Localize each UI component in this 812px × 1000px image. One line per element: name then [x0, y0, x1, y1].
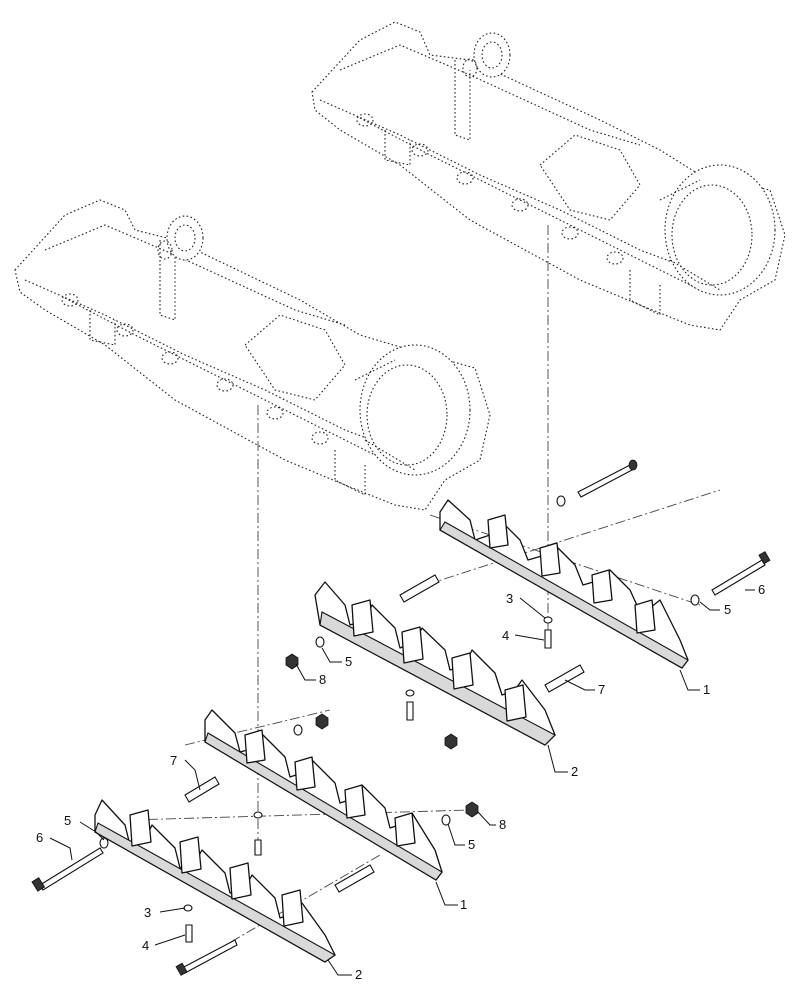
callout-1-lower: 1 [460, 897, 467, 912]
washer-5-right [690, 594, 700, 606]
callout-2-middle: 2 [571, 764, 578, 779]
callout-5-right: 5 [724, 602, 731, 617]
callout-8-middle: 8 [319, 672, 326, 687]
nut-middle-bottom [444, 733, 458, 750]
upper-track-frame [311, 21, 786, 331]
callout-5-lower-right: 5 [468, 837, 475, 852]
middle-guard-rail-part-2 [314, 581, 556, 746]
callout-7-middle: 7 [598, 682, 605, 697]
callout-2-lower: 2 [355, 967, 362, 982]
washer-bolt-lower-mid [253, 811, 263, 856]
upper-washer [556, 495, 566, 507]
spacer-lower-right [334, 864, 375, 893]
callout-1-upper: 1 [703, 682, 710, 697]
washer-5-left [99, 837, 109, 849]
callout-5-middle: 5 [345, 654, 352, 669]
spacer-7-lower [184, 776, 220, 803]
bolt-4-upper [544, 629, 552, 649]
bolt-4-lower [185, 924, 193, 943]
bolt-6-left [31, 847, 104, 892]
lower-guard-rail-part-2 [94, 799, 337, 963]
washer-3-lower [183, 904, 193, 912]
bolt-lower-bottom [175, 939, 238, 976]
washer-5-middle [315, 636, 325, 648]
upper-spacer-tube [399, 574, 440, 603]
callout-7-lower: 7 [170, 753, 177, 768]
callout-4-upper: 4 [502, 628, 509, 643]
washers-lower-top [293, 713, 329, 736]
upper-long-bolt [577, 459, 638, 498]
callout-5-left: 5 [64, 813, 71, 828]
upper-guard-rail-part-1 [439, 499, 689, 669]
nut-8-middle [285, 653, 299, 670]
lower-guard-rail-part-1 [204, 709, 443, 881]
washer-3-upper [543, 616, 553, 624]
spacer-7-middle [544, 664, 585, 693]
callout-6-right: 6 [758, 582, 765, 597]
callout-6-left: 6 [36, 830, 43, 845]
bolt-6-right [711, 551, 771, 596]
callout-3-lower: 3 [144, 905, 151, 920]
callout-4-lower: 4 [142, 938, 149, 953]
callout-leaders [49, 589, 755, 976]
callout-8-lower: 8 [499, 817, 506, 832]
bolt-middle [405, 689, 415, 721]
lower-track-frame [14, 199, 491, 511]
hardware-5-8-right-lower [441, 801, 479, 826]
callout-3-upper: 3 [506, 591, 513, 606]
